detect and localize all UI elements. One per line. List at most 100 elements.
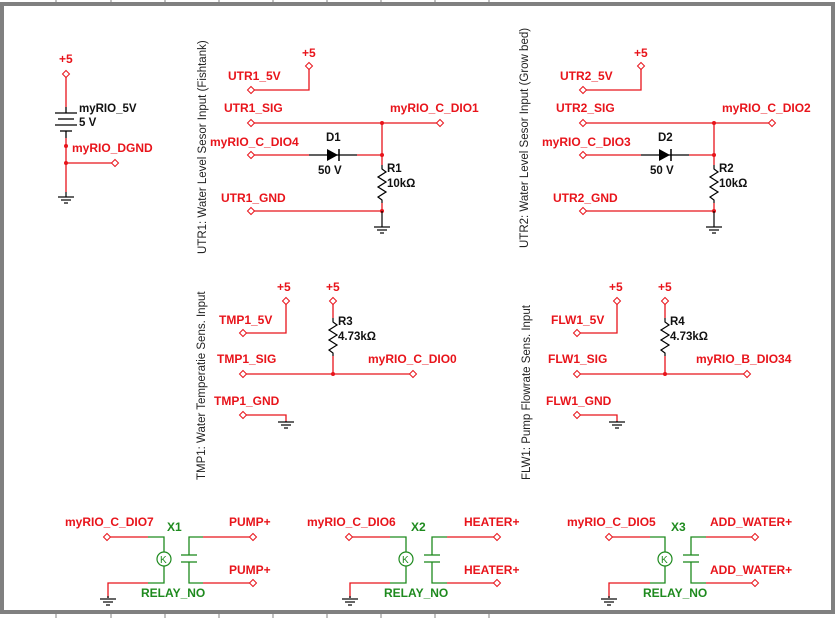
tmp1-supply-port-b[interactable] xyxy=(329,297,337,305)
utr1-dio1-port[interactable] xyxy=(436,119,444,127)
flw1-supply-label-a: +5 xyxy=(609,280,623,294)
relay-out-label-b: PUMP+ xyxy=(229,563,271,577)
flw1-supply-port-a[interactable] xyxy=(613,297,621,305)
relay-out-port-a[interactable] xyxy=(493,533,501,541)
flw1-gnd-port[interactable] xyxy=(573,411,581,419)
relay-name: X3 xyxy=(671,520,686,534)
relay-coil-letter: K xyxy=(661,555,668,566)
relay-out-port-b[interactable] xyxy=(249,579,257,587)
utr1-diode-name: D1 xyxy=(326,132,341,144)
tmp1-sig-port[interactable] xyxy=(239,370,247,378)
utr1-title: UTR1: Water Level Sesor Input (Fishtank) xyxy=(197,40,209,254)
relay-out-port-a[interactable] xyxy=(751,533,759,541)
utr1-5v-port[interactable] xyxy=(247,86,255,94)
flw1-res-name: R4 xyxy=(670,316,685,328)
relay-out-port-a[interactable] xyxy=(249,533,257,541)
battery-value: 5 V xyxy=(79,117,97,129)
relay-dio-label: myRIO_C_DIO7 xyxy=(65,515,154,529)
relay-dio-port[interactable] xyxy=(605,533,613,541)
relay-coil-letter: K xyxy=(160,555,167,566)
utr2-sig-label: UTR2_SIG xyxy=(556,101,615,115)
flw1-supply-port-b[interactable] xyxy=(661,297,669,305)
tmp1-supply-label-a: +5 xyxy=(277,280,291,294)
utr2-res-value: 10kΩ xyxy=(719,178,747,190)
tmp1-title: TMP1: Water Temperatie Sens. Input xyxy=(196,291,208,480)
utr2-block: UTR2: Water Level Sesor Input (Grow bed)… xyxy=(519,28,811,248)
ground-icon xyxy=(277,421,295,429)
relay-dio-port[interactable] xyxy=(103,533,111,541)
utr1-5v-label: UTR1_5V xyxy=(228,69,281,83)
relay-out-label-a: HEATER+ xyxy=(464,515,519,529)
tmp1-dio0-label: myRIO_C_DIO0 xyxy=(368,352,457,366)
utr2-gnd-port[interactable] xyxy=(579,207,587,215)
relay-model: RELAY_NO xyxy=(643,586,707,600)
tmp1-gnd-port[interactable] xyxy=(239,411,247,419)
ground-icon xyxy=(341,598,359,606)
flw1-sig-label: FLW1_SIG xyxy=(548,352,607,366)
utr1-diode-value: 50 V xyxy=(318,165,342,177)
relay-out-label-b: HEATER+ xyxy=(464,563,519,577)
relay-name: X1 xyxy=(167,520,182,534)
utr2-gnd-label: UTR2_GND xyxy=(553,191,618,205)
dgnd-port[interactable] xyxy=(111,159,119,167)
tmp1-supply-port-a[interactable] xyxy=(282,297,290,305)
tmp1-gnd-label: TMP1_GND xyxy=(214,394,280,408)
tmp1-5v-label: TMP1_5V xyxy=(219,313,272,327)
utr1-supply-port[interactable] xyxy=(305,62,313,70)
tmp1-5v-port[interactable] xyxy=(239,329,247,337)
relay-coil-letter: K xyxy=(402,555,409,566)
diode-icon xyxy=(659,149,670,161)
flw1-sig-port[interactable] xyxy=(573,370,581,378)
relay-dio-port[interactable] xyxy=(345,533,353,541)
relay-out-label-a: ADD_WATER+ xyxy=(710,515,792,529)
utr1-dio4-port[interactable] xyxy=(247,151,255,159)
utr1-res-name: R1 xyxy=(387,163,402,175)
utr2-dio2-port[interactable] xyxy=(768,119,776,127)
utr1-gnd-label: UTR1_GND xyxy=(221,191,286,205)
relay-x1: myRIO_C_DIO7 K X1 PUMP+ PUMP+ RELAY_NO xyxy=(65,515,271,606)
tmp1-res-value: 4.73kΩ xyxy=(338,331,376,343)
utr2-dio2-label: myRIO_C_DIO2 xyxy=(722,101,811,115)
flw1-supply-label-b: +5 xyxy=(658,280,672,294)
ground-icon xyxy=(373,226,391,234)
resistor-icon xyxy=(709,164,719,204)
dgnd-label: myRIO_DGND xyxy=(72,141,153,155)
utr1-sig-label: UTR1_SIG xyxy=(224,101,283,115)
tmp1-dio0-port[interactable] xyxy=(409,370,417,378)
flw1-5v-label: FLW1_5V xyxy=(551,313,604,327)
utr2-supply-port[interactable] xyxy=(637,62,645,70)
utr2-title: UTR2: Water Level Sesor Input (Grow bed) xyxy=(519,28,531,248)
utr1-res-value: 10kΩ xyxy=(387,178,415,190)
flw1-5v-port[interactable] xyxy=(573,329,581,337)
utr2-supply-label: +5 xyxy=(634,46,648,60)
diode-icon xyxy=(327,149,338,161)
tmp1-res-name: R3 xyxy=(338,316,353,328)
resistor-icon xyxy=(660,317,670,357)
flw1-dio34-label: myRIO_B_DIO34 xyxy=(696,352,792,366)
relay-out-port-b[interactable] xyxy=(493,579,501,587)
tmp1-block: TMP1: Water Temperatie Sens. Input +5 TM… xyxy=(196,280,457,480)
utr1-dio4-label: myRIO_C_DIO4 xyxy=(210,135,299,149)
utr2-dio3-port[interactable] xyxy=(579,151,587,159)
supply-port[interactable] xyxy=(62,70,70,78)
ground-icon xyxy=(57,196,75,204)
flw1-dio34-port[interactable] xyxy=(743,370,751,378)
flw1-gnd-label: FLW1_GND xyxy=(546,394,612,408)
utr2-5v-port[interactable] xyxy=(579,86,587,94)
flw1-title: FLW1: Pump Flowrate Sens. Input xyxy=(521,304,533,480)
tmp1-supply-label-b: +5 xyxy=(326,280,340,294)
resistor-icon xyxy=(328,317,338,357)
utr1-supply-label: +5 xyxy=(302,46,316,60)
utr1-sig-port[interactable] xyxy=(247,119,255,127)
ground-icon xyxy=(99,598,117,606)
relay-out-port-b[interactable] xyxy=(751,579,759,587)
utr2-sig-port[interactable] xyxy=(579,119,587,127)
flw1-res-value: 4.73kΩ xyxy=(670,331,708,343)
relay-model: RELAY_NO xyxy=(384,586,448,600)
power-block: +5 myRIO_5V 5 V myRIO_DGND xyxy=(55,52,153,204)
ground-icon xyxy=(600,598,618,606)
utr1-gnd-port[interactable] xyxy=(247,207,255,215)
utr2-res-name: R2 xyxy=(719,163,734,175)
